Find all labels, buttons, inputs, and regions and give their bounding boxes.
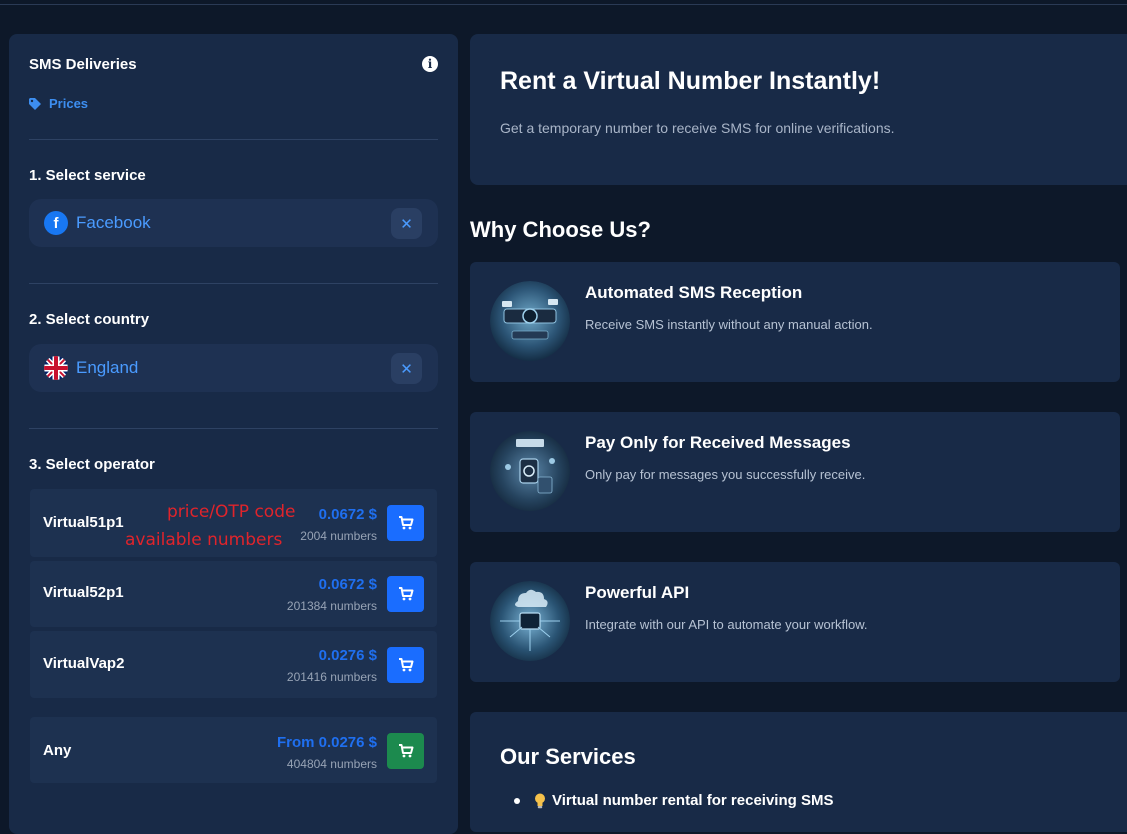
service-list-item: Virtual number rental for receiving SMS [514, 792, 833, 809]
uk-flag-icon [44, 356, 68, 380]
cart-icon [398, 516, 413, 530]
hero-card: Rent a Virtual Number Instantly! Get a t… [470, 34, 1127, 185]
services-title: Our Services [500, 744, 636, 769]
divider [29, 283, 438, 284]
sms-sidebar: SMS Deliveries i Prices 1. Select servic… [9, 34, 458, 834]
feature-card: Automated SMS Reception Receive SMS inst… [470, 262, 1120, 382]
buy-button[interactable] [387, 576, 424, 612]
service-list-item-text: Virtual number rental for receiving SMS [552, 792, 834, 809]
operator-price: 0.0672 $ [318, 576, 377, 593]
select-country-label: 2. Select country [29, 311, 150, 328]
prices-link-label: Prices [49, 96, 89, 111]
operator-row[interactable]: Virtual51p1 0.0672 $ 2004 numbers [30, 489, 437, 557]
country-select-value: England [76, 358, 139, 377]
divider [29, 139, 438, 140]
operator-name: Virtual52p1 [43, 584, 124, 601]
info-icon[interactable]: i [422, 56, 438, 72]
feature-description: Integrate with our API to automate your … [585, 617, 868, 632]
facebook-icon: f [44, 211, 68, 235]
feature-title: Pay Only for Received Messages [585, 433, 851, 452]
price-annotation: price/OTP code [167, 502, 296, 522]
hero-title: Rent a Virtual Number Instantly! [500, 67, 881, 95]
services-card: Our Services Virtual number rental for r… [470, 712, 1127, 832]
clear-service-button[interactable]: ✕ [391, 208, 422, 239]
divider [29, 428, 438, 429]
buy-any-button[interactable] [387, 733, 424, 769]
feature-card: Pay Only for Received Messages Only pay … [470, 412, 1120, 532]
clear-country-button[interactable]: ✕ [391, 353, 422, 384]
operator-name: Any [43, 742, 72, 759]
feature-description: Receive SMS instantly without any manual… [585, 317, 873, 332]
refund-illustration-icon [490, 431, 570, 511]
operator-row[interactable]: VirtualVap2 0.0276 $ 201416 numbers [30, 631, 437, 698]
country-select[interactable]: England ✕ [29, 344, 438, 392]
top-border [0, 0, 1127, 5]
operator-count: 201416 numbers [286, 670, 377, 684]
operator-price: From 0.0276 $ [276, 734, 377, 751]
cart-icon [398, 658, 413, 672]
feature-title: Automated SMS Reception [585, 283, 803, 302]
count-annotation: available numbers [125, 530, 283, 550]
cart-icon [398, 587, 413, 601]
operator-name: VirtualVap2 [43, 655, 125, 672]
list-bullet [514, 797, 520, 804]
buy-button[interactable] [387, 505, 424, 541]
operator-count: 404804 numbers [286, 757, 377, 771]
buy-button[interactable] [387, 647, 424, 683]
operator-count: 201384 numbers [286, 599, 377, 613]
tag-icon [29, 97, 41, 110]
feature-description: Only pay for messages you successfully r… [585, 467, 866, 482]
operator-row[interactable]: Virtual52p1 0.0672 $ 201384 numbers [30, 561, 437, 627]
automation-illustration-icon [490, 281, 570, 361]
select-operator-label: 3. Select operator [29, 456, 155, 473]
operator-price: 0.0276 $ [318, 647, 377, 664]
why-choose-us-title: Why Choose Us? [470, 217, 651, 242]
api-illustration-icon [490, 581, 570, 661]
prices-link[interactable]: Prices [29, 96, 88, 111]
select-service-label: 1. Select service [29, 167, 146, 184]
lightbulb-icon [535, 793, 545, 808]
feature-title: Powerful API [585, 583, 690, 602]
operator-count: 2004 numbers [300, 529, 377, 543]
service-select-value: Facebook [76, 213, 151, 232]
operator-row-any[interactable]: Any From 0.0276 $ 404804 numbers [30, 717, 437, 783]
operator-price: 0.0672 $ [318, 506, 377, 523]
sidebar-title: SMS Deliveries [29, 56, 137, 73]
hero-subtitle: Get a temporary number to receive SMS fo… [500, 120, 895, 136]
feature-card: Powerful API Integrate with our API to a… [470, 562, 1120, 682]
service-select[interactable]: f Facebook ✕ [29, 199, 438, 247]
operator-name: Virtual51p1 [43, 514, 124, 531]
cart-icon [398, 744, 413, 758]
